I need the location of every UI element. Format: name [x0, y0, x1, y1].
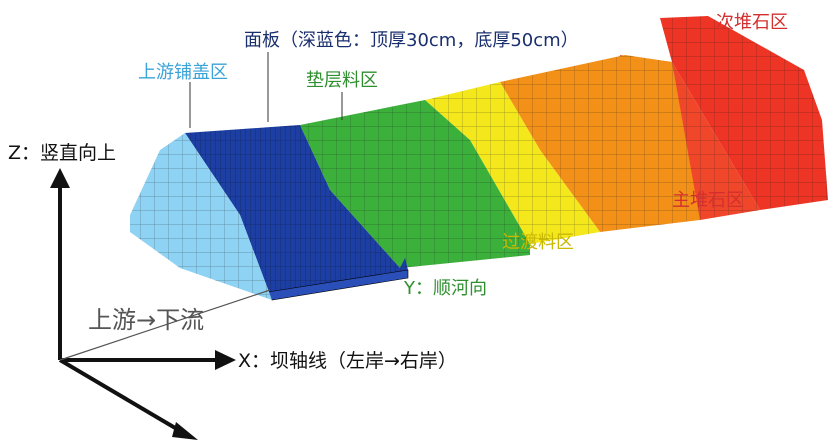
label-main-rockfill: 主堆石区 — [672, 190, 744, 211]
label-secondary-rockfill: 次堆石区 — [716, 12, 788, 33]
axis-x-arrow — [215, 350, 236, 370]
coordinate-axes — [50, 168, 271, 440]
zone-main-rockfill — [500, 55, 700, 232]
label-transition: 过渡料区 — [502, 232, 574, 253]
zone-upstream-cover — [130, 133, 272, 300]
axis-oblique-arrow — [172, 422, 198, 440]
label-upstream-cover: 上游铺盖区 — [138, 62, 228, 83]
label-axis-z: Z：竖直向上 — [8, 142, 117, 164]
axis-z-arrow — [50, 168, 70, 188]
label-axis-y: Y：顺河向 — [404, 278, 487, 299]
zone-transition — [425, 82, 600, 244]
zone-face-slab — [185, 125, 409, 301]
leader-lines — [189, 52, 343, 128]
label-cushion: 垫层料区 — [306, 70, 378, 91]
label-flow-direction: 上游→下流 — [88, 306, 205, 334]
zone-cushion — [300, 100, 530, 268]
label-face-slab: 面板（深蓝色：顶厚30cm，底厚50cm） — [244, 30, 579, 51]
flow-direction-line — [59, 289, 271, 361]
label-axis-x: X：坝轴线（左岸→右岸） — [238, 350, 457, 372]
